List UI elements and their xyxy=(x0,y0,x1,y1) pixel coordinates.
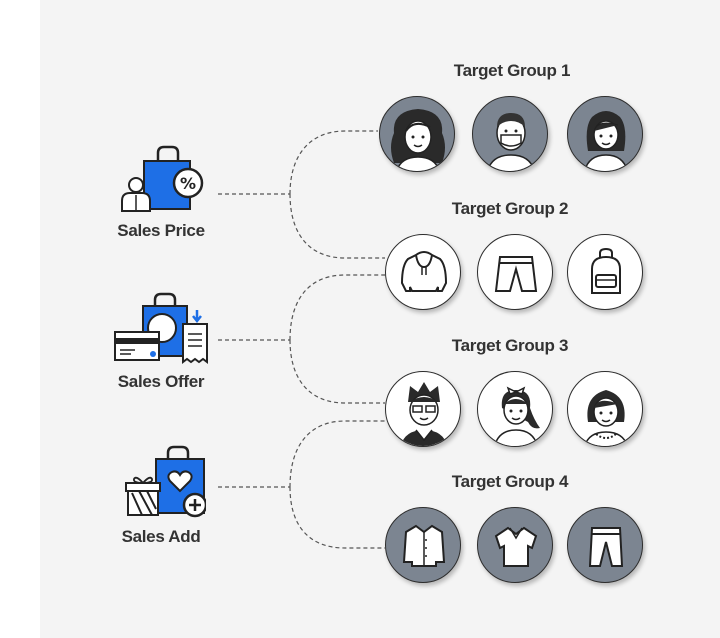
group-title-3: Target Group 3 xyxy=(451,336,569,355)
polo-shirt-icon xyxy=(494,526,538,567)
pants-icon xyxy=(588,527,624,567)
girl-with-ponytail-icon xyxy=(493,386,540,446)
woman-curly-hair-icon xyxy=(391,109,445,171)
feature-sales-offer: Sales Offer xyxy=(96,292,226,392)
target-group-2-item-3 xyxy=(567,234,643,310)
group-title-1: Target Group 1 xyxy=(453,61,571,80)
shorts-icon xyxy=(494,256,538,292)
target-group-3-item-1 xyxy=(385,371,461,447)
backpack-icon xyxy=(591,247,621,294)
target-group-2-item-2 xyxy=(477,234,553,310)
connector-sales-offer xyxy=(218,274,385,404)
shirt-icon xyxy=(402,524,446,567)
feature-sales-price: % Sales Price xyxy=(96,145,226,241)
group-title-4: Target Group 4 xyxy=(451,472,569,491)
target-group-1-item-2 xyxy=(472,96,548,172)
sales-price-icon: % xyxy=(121,145,204,212)
target-group-3-item-2 xyxy=(477,371,553,447)
svg-text:%: % xyxy=(180,174,196,193)
target-group-4-item-2 xyxy=(477,507,553,583)
group-title-2: Target Group 2 xyxy=(451,199,569,218)
man-with-mask-icon xyxy=(486,113,536,171)
sales-add-icon xyxy=(125,445,206,518)
target-group-4-item-1 xyxy=(385,507,461,583)
hoodie-icon xyxy=(400,251,448,292)
target-group-1-item-1 xyxy=(379,96,455,172)
target-group-2-item-1 xyxy=(385,234,461,310)
woman-bob-hair-icon xyxy=(583,111,629,171)
target-group-4-item-3 xyxy=(567,507,643,583)
connector-sales-add xyxy=(218,420,385,549)
feature-label: Sales Add xyxy=(121,527,201,546)
man-with-glasses-icon xyxy=(400,382,448,446)
target-group-3-item-3 xyxy=(567,371,643,447)
feature-label: Sales Offer xyxy=(117,372,205,391)
feature-sales-add: Sales Add xyxy=(96,445,226,547)
feature-label: Sales Price xyxy=(117,221,205,240)
connector-sales-price xyxy=(218,130,385,259)
target-group-1-item-3 xyxy=(567,96,643,172)
sales-offer-icon xyxy=(114,292,208,364)
woman-short-hair-icon xyxy=(583,390,629,446)
